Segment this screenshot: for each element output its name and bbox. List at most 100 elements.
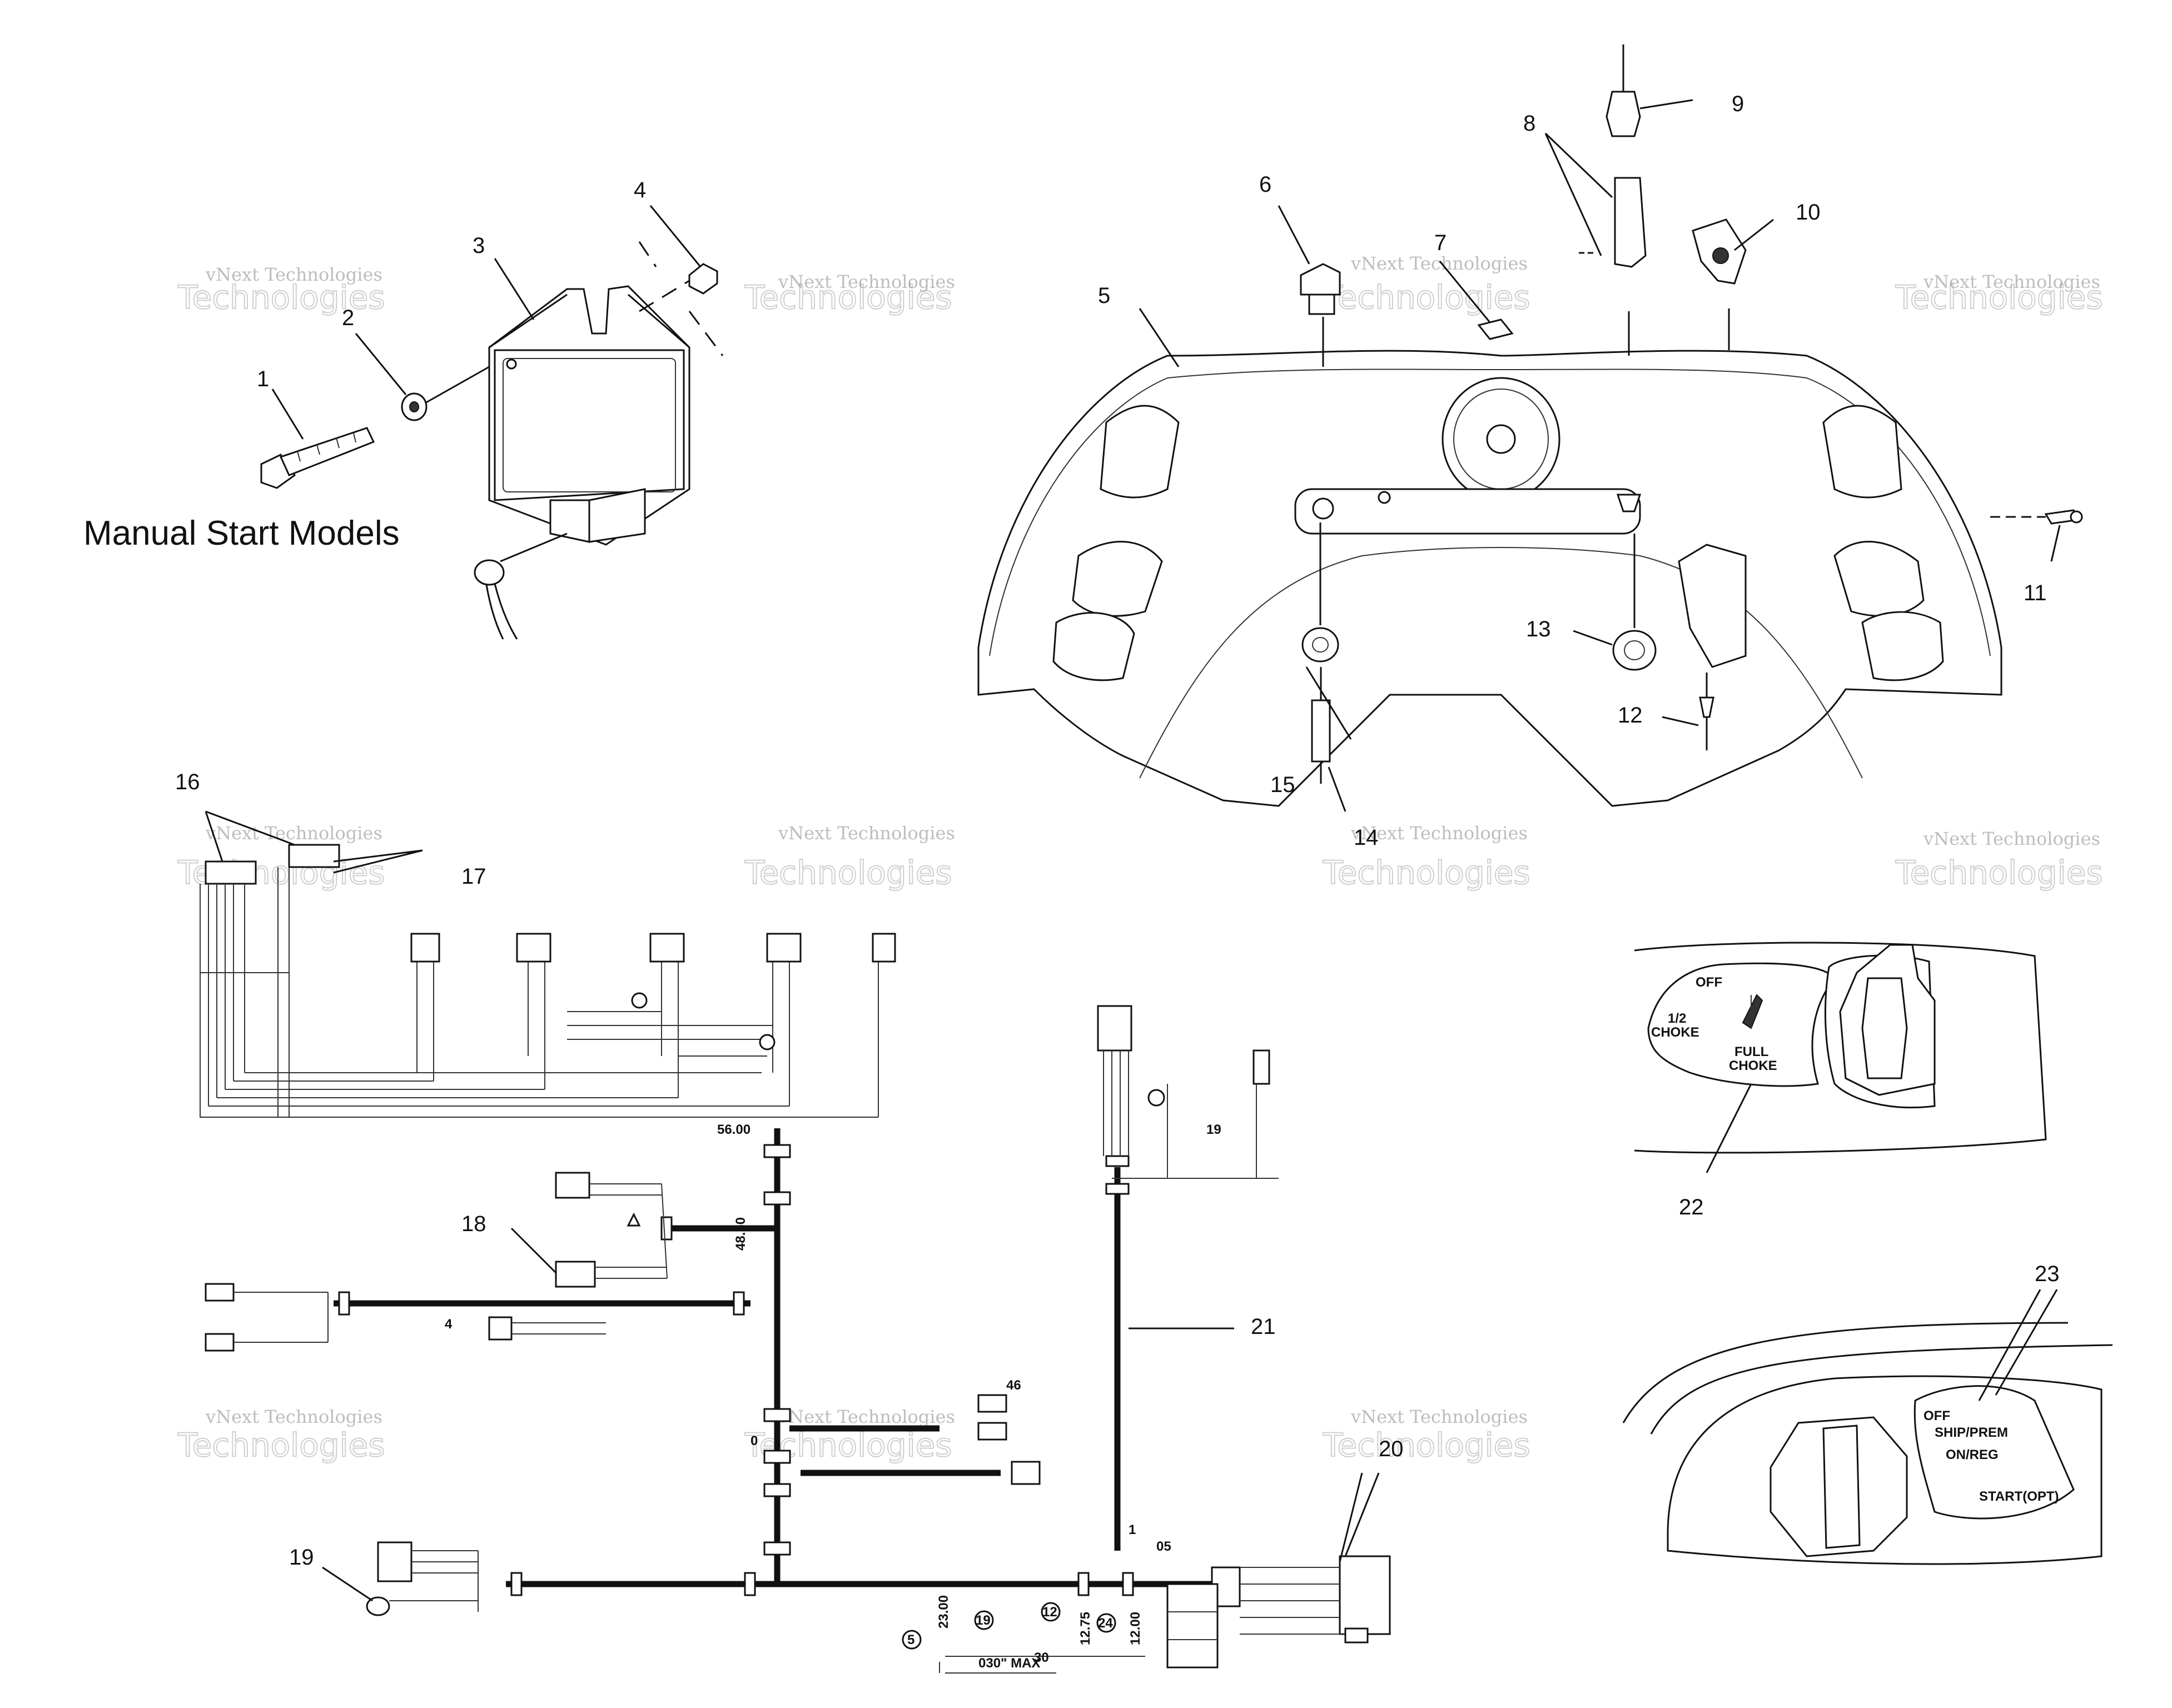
circle-19: 19 — [976, 1613, 991, 1628]
callout-14: 14 — [1354, 825, 1379, 850]
watermark-text: vNext Technologies — [205, 823, 382, 844]
watermark-big: Technologies — [1323, 854, 1530, 892]
bolt-part — [260, 427, 375, 489]
connector-21 — [1097, 1005, 1132, 1052]
watermark-text: vNext Technologies — [205, 1406, 382, 1427]
connector-b — [516, 933, 551, 963]
callout-7: 7 — [1434, 231, 1447, 255]
choke-half-label-2: CHOKE — [1651, 1025, 1699, 1040]
dim-030: 030" MAX — [978, 1656, 1040, 1671]
key-switch-detail: OFF SHIP/PREM ON/REG START(OPT) — [1622, 1289, 2113, 1565]
callout-10: 10 — [1796, 200, 1821, 225]
key-position-label-area — [1913, 1385, 2075, 1520]
choke-full-label: FULL — [1734, 1044, 1768, 1059]
callout-17: 17 — [461, 864, 486, 889]
nut-part-13 — [1612, 630, 1657, 671]
connector-d — [766, 933, 802, 963]
callout-21: 21 — [1251, 1314, 1276, 1339]
pin-part-14 — [1311, 699, 1331, 763]
callout-6: 6 — [1259, 172, 1271, 197]
handle-part — [1614, 177, 1647, 268]
watermark-text: vNext Technologies — [1923, 271, 2100, 292]
watermark-text: vNext Technologies — [1350, 253, 1528, 274]
circle-5: 5 — [907, 1632, 914, 1647]
watermark-big: Technologies — [177, 1426, 385, 1464]
callout-18: 18 — [461, 1212, 486, 1236]
callout-12: 12 — [1618, 703, 1643, 728]
callout-13: 13 — [1526, 617, 1551, 641]
dim-19: 19 — [1206, 1122, 1221, 1137]
watermark-text: vNext Technologies — [205, 264, 382, 285]
circle-24: 24 — [1098, 1616, 1113, 1631]
watermark-text: vNext Technologies — [1923, 828, 2100, 849]
part-callouts: 1 2 3 4 5 6 7 8 9 10 11 12 13 14 15 16 1… — [175, 92, 2060, 1570]
dim-05: 05 — [1156, 1539, 1171, 1554]
callout-23: 23 — [2035, 1262, 2060, 1286]
callout-22: 22 — [1679, 1195, 1704, 1219]
console-body — [977, 350, 2002, 807]
choke-off-label: OFF — [1696, 975, 1722, 990]
nut-part-15 — [1301, 627, 1339, 663]
console-dash-strip — [1294, 488, 1641, 535]
choke-panel — [1647, 962, 1836, 1087]
watermark-text: vNext Technologies — [778, 823, 955, 844]
key-ship-label: SHIP/PREM — [1935, 1425, 2008, 1440]
callout-5: 5 — [1098, 283, 1110, 308]
dim-56: 56.00 — [717, 1122, 750, 1137]
washer-hole — [409, 401, 419, 412]
clip-part — [1477, 318, 1514, 340]
watermark-text: vNext Technologies — [1350, 823, 1528, 844]
dim-12: 12.00 — [1128, 1612, 1143, 1645]
circle-12: 12 — [1042, 1605, 1057, 1620]
manual-start-module-group: Manual Start Models — [83, 241, 724, 640]
connector-16b — [288, 844, 340, 868]
wiring-harness: 56.00 48.50 — [200, 810, 1391, 1674]
dim-12-75: 12.75 — [1078, 1612, 1093, 1645]
connector-mid — [488, 1316, 513, 1341]
choke-half-label: 1/2 — [1668, 1011, 1686, 1026]
dim-1: 1 — [1129, 1522, 1136, 1537]
choke-mount — [1678, 544, 1747, 668]
connector-20 — [1339, 1555, 1391, 1635]
callout-15: 15 — [1270, 773, 1295, 797]
watermark-text: vNext Technologies — [1350, 1406, 1528, 1427]
watermark-big: Technologies — [744, 278, 952, 316]
callout-2: 2 — [342, 306, 354, 330]
callout-19: 19 — [289, 1545, 314, 1570]
connector-18a — [555, 1172, 590, 1199]
callout-16: 16 — [175, 770, 200, 794]
dim-46: 46 — [1006, 1378, 1021, 1393]
switch-part — [1300, 263, 1341, 296]
connector-19 — [377, 1541, 412, 1582]
dim-4: 4 — [445, 1317, 453, 1332]
choke-lever — [1742, 994, 1763, 1029]
key-start-label: START(OPT) — [1979, 1489, 2059, 1504]
callout-9: 9 — [1732, 92, 1744, 116]
leader-lines — [271, 99, 2061, 1562]
connector-left-1 — [205, 1283, 235, 1302]
dim-0: 0 — [750, 1433, 758, 1448]
dim-48: 48.50 — [733, 1217, 748, 1251]
nut-part — [688, 263, 718, 295]
connector-e — [872, 933, 896, 963]
manual-start-title: Manual Start Models — [83, 514, 400, 552]
dim-30: 30 — [1034, 1650, 1049, 1665]
vent-left — [1100, 405, 1180, 499]
callout-11: 11 — [2024, 581, 2047, 605]
callout-1: 1 — [257, 367, 269, 391]
knob-part — [1606, 91, 1641, 137]
vent-right — [1822, 405, 1902, 499]
watermark-big: Technologies — [1895, 854, 2103, 892]
callout-8: 8 — [1523, 111, 1535, 136]
watermark-big: Technologies — [1323, 278, 1530, 316]
watermark-big: Technologies — [177, 278, 385, 316]
watermark-big: Technologies — [1323, 1426, 1530, 1464]
choke-full-label-2: CHOKE — [1729, 1058, 1777, 1073]
watermark-big: Technologies — [744, 854, 952, 892]
connector-left-2 — [205, 1333, 235, 1352]
callout-3: 3 — [473, 233, 485, 258]
callout-20: 20 — [1379, 1437, 1404, 1461]
choke-panel-detail: OFF 1/2 CHOKE FULL CHOKE — [1634, 942, 2047, 1173]
connector-c — [649, 933, 685, 963]
